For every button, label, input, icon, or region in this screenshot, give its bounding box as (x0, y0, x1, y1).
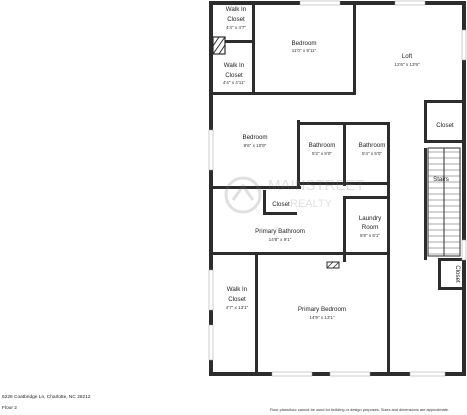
room-dims: 9'6" x 10'9" (244, 143, 267, 148)
svg-text:Walk In: Walk In (227, 286, 248, 293)
room-name: Loft (402, 53, 413, 60)
svg-text:Walk In: Walk In (226, 6, 247, 13)
watermark-line2: REALTY (290, 198, 333, 210)
room-label-closet-small: Closet (454, 265, 461, 283)
svg-text:Closet: Closet (225, 72, 243, 79)
room-label-walkin-closet-3: Walk In Closet 4'7" x 13'1" (226, 286, 249, 310)
svg-text:Closet: Closet (227, 16, 245, 23)
room-dims: 5'9" x 6'1" (360, 233, 380, 238)
room-dims: 5'2" x 5'0" (312, 151, 332, 156)
room-dims: 4'7" x 13'1" (226, 305, 249, 310)
room-name: Closet (272, 201, 290, 208)
room-dims: 12'6" x 13'9" (394, 62, 420, 67)
watermark-line1: MAINSTREET (268, 177, 365, 194)
room-label-primary-bathroom: Primary Bathroom 14'8" x 9'1" (255, 228, 305, 242)
room-dims: 4'4" x 4'7" (226, 25, 246, 30)
watermark: MAINSTREET REALTY (224, 176, 365, 214)
room-name: Walk In (227, 286, 248, 293)
disclaimer-text: Floor plans/tour cannot be used for buil… (269, 407, 449, 412)
interior-walls (209, 1, 466, 376)
address-text: 6228 Coatbridge Ln, Charlotte, NC 28212 (2, 395, 91, 400)
room-name: Bathroom (359, 142, 386, 149)
room-label-bathroom-1: Bathroom 5'2" x 5'0" (309, 142, 336, 156)
svg-text:Walk In: Walk In (224, 62, 245, 69)
room-label-walkin-closet-1: Walk In Closet 4'4" x 4'7" (226, 6, 247, 30)
duct-hatch (212, 36, 340, 269)
stairs-treads (427, 147, 461, 257)
room-name: Closet (227, 16, 245, 23)
room-name: Walk In (224, 62, 245, 69)
room-name: Closet (454, 265, 461, 283)
room-name: Closet (436, 122, 454, 129)
floor-label: Floor 2 (2, 406, 17, 411)
room-name: Laundry (359, 215, 382, 222)
room-dims: 4'4" x 4'11" (223, 80, 246, 85)
windows (208, 0, 467, 377)
room-name: Walk In (226, 6, 247, 13)
room-label-bathroom-2: Bathroom 5'4" x 5'0" (359, 142, 386, 156)
room-label-closet-right: Closet (436, 122, 454, 129)
room-name: Stairs (433, 176, 449, 183)
room-dims: 14'9" x 13'1" (309, 315, 335, 320)
room-label-loft: Loft 12'6" x 13'9" (394, 53, 420, 67)
svg-text:Room: Room (362, 224, 379, 231)
room-dims: 5'4" x 5'0" (362, 151, 382, 156)
svg-text:Laundry: Laundry (359, 215, 382, 222)
room-label-bedroom-1: Bedroom 11'0" x 9'11" (291, 40, 316, 53)
room-name: Room (362, 224, 379, 231)
room-name: Bathroom (309, 142, 336, 149)
room-label-primary-bedroom: Primary Bedroom 14'9" x 13'1" (298, 306, 346, 320)
room-label-stairs: Stairs (433, 176, 449, 183)
room-dims: 11'0" x 9'11" (292, 48, 317, 53)
room-label-closet-center: Closet (272, 201, 290, 208)
room-name: Closet (228, 296, 246, 303)
room-name: Bedroom (291, 40, 316, 47)
room-name: Primary Bathroom (255, 228, 305, 235)
room-label-bedroom-2: Bedroom 9'6" x 10'9" (242, 134, 267, 148)
room-name: Bedroom (242, 134, 267, 141)
room-name: Closet (225, 72, 243, 79)
svg-text:Closet: Closet (228, 296, 246, 303)
room-label-laundry: Laundry Room 5'9" x 6'1" (359, 215, 382, 238)
room-dims: 14'8" x 9'1" (269, 237, 292, 242)
room-label-walkin-closet-2: Walk In Closet 4'4" x 4'11" (223, 62, 246, 85)
room-name: Primary Bedroom (298, 306, 346, 313)
